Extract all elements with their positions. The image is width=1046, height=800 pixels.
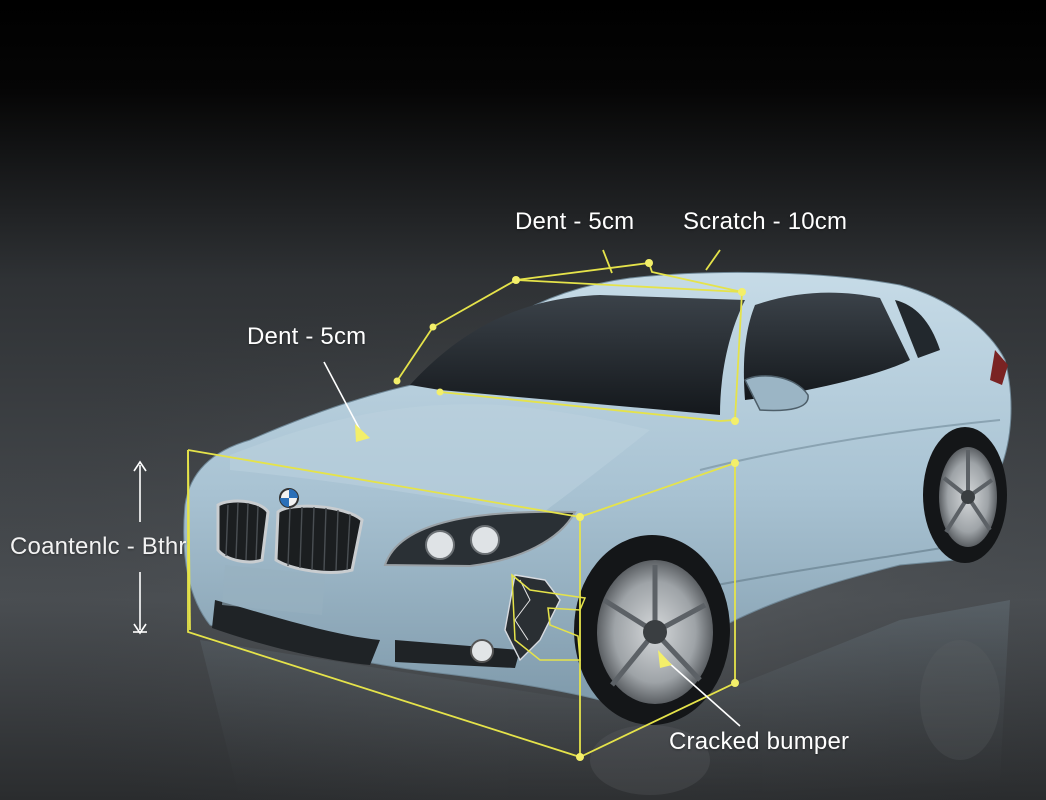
clearance-label: Coantenlc - Bthr: [10, 533, 187, 560]
annotation-markers: [355, 259, 746, 761]
scratch-roof-label: Scratch - 10cm: [683, 208, 848, 235]
dent-hood-label: Dent - 5cm: [247, 323, 367, 350]
roof-outline: [396, 262, 743, 422]
dent-roof-label: Dent - 5cm: [515, 208, 635, 235]
cracked-bumper-outline: [511, 573, 587, 661]
car: [183, 271, 1012, 725]
cracked-bumper-label: Cracked bumper: [669, 728, 850, 755]
